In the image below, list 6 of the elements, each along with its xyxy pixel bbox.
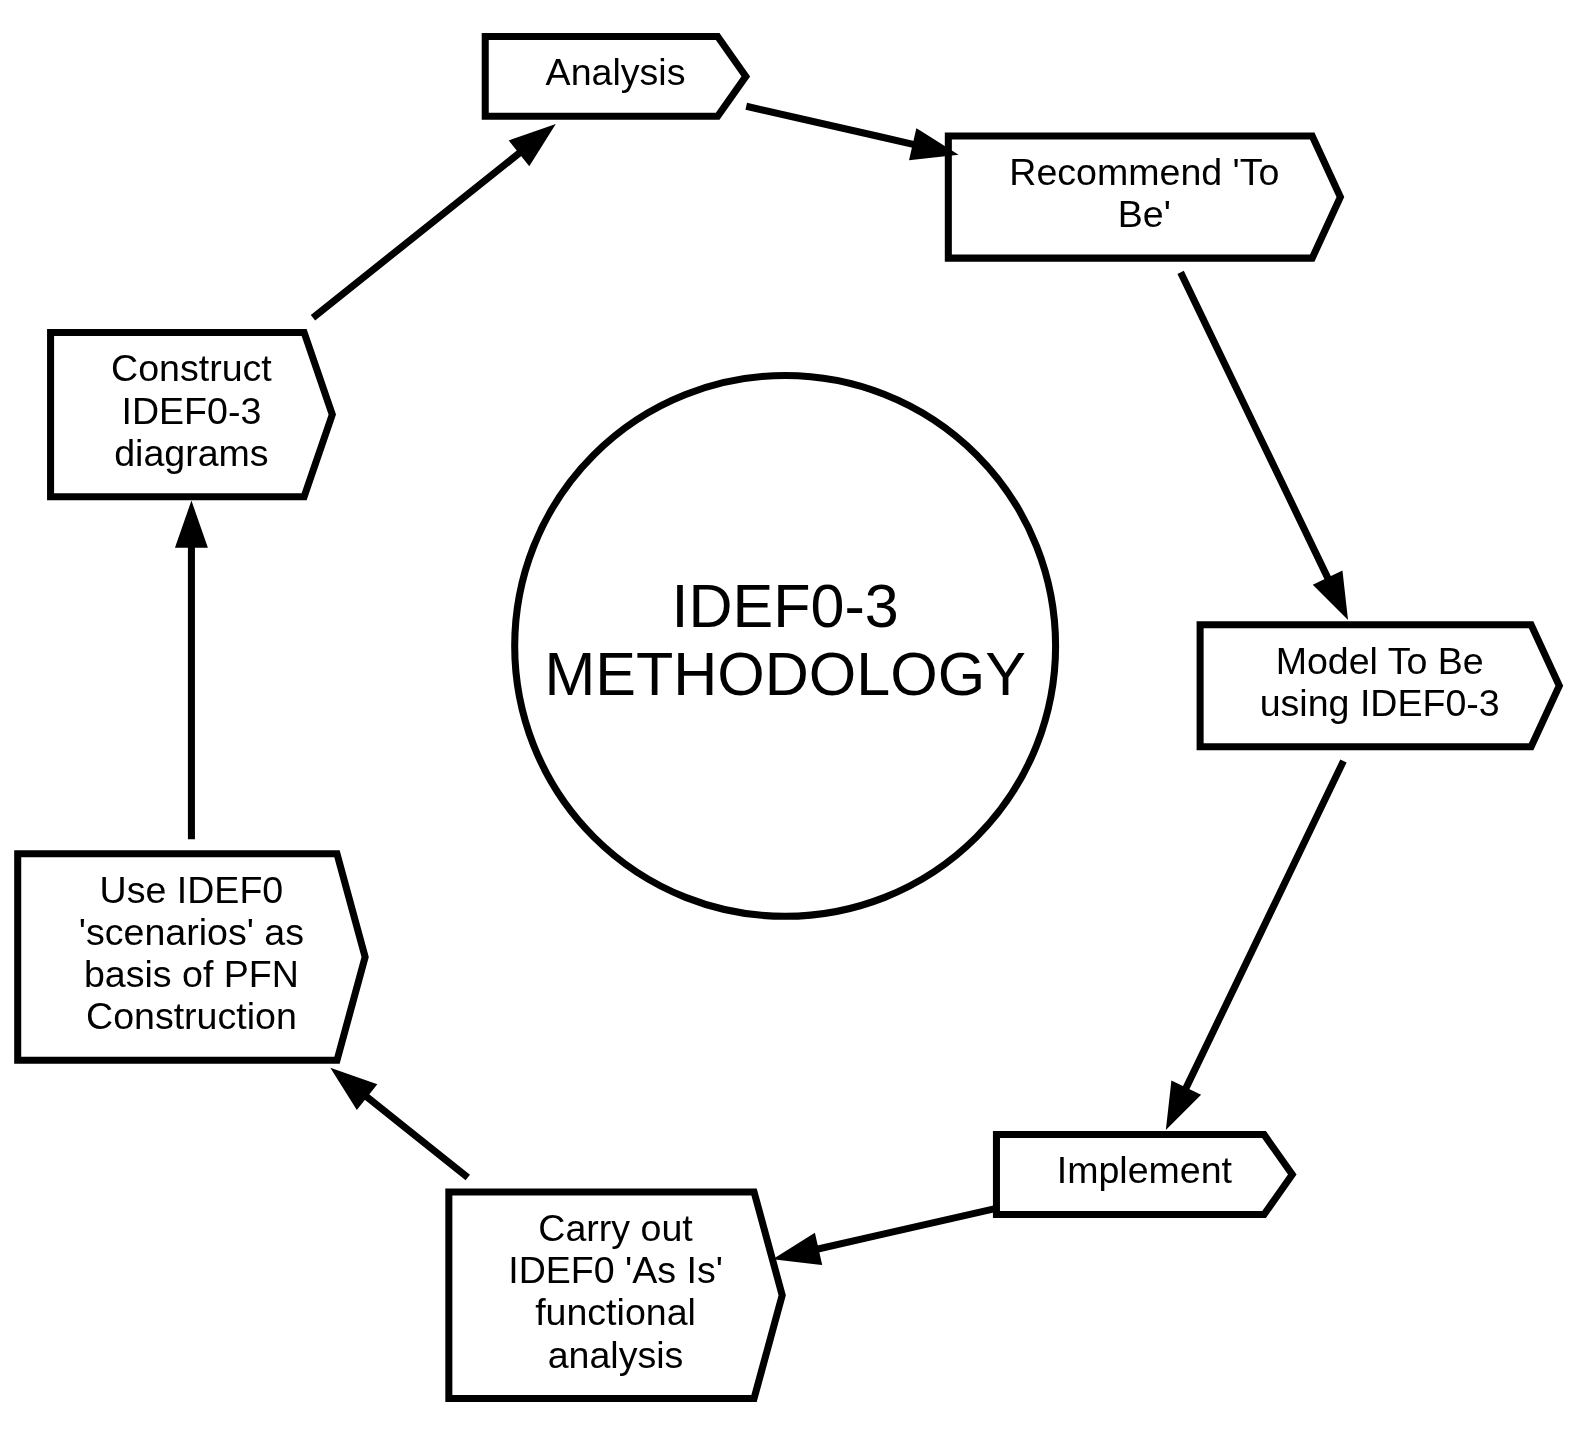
arrow [1165, 759, 1347, 1130]
arrow [310, 123, 556, 320]
node-circle: IDEF0-3 METHODOLOGY [511, 371, 1060, 920]
arrow [330, 1067, 470, 1180]
arrow [1177, 270, 1349, 620]
arrow [745, 102, 959, 160]
